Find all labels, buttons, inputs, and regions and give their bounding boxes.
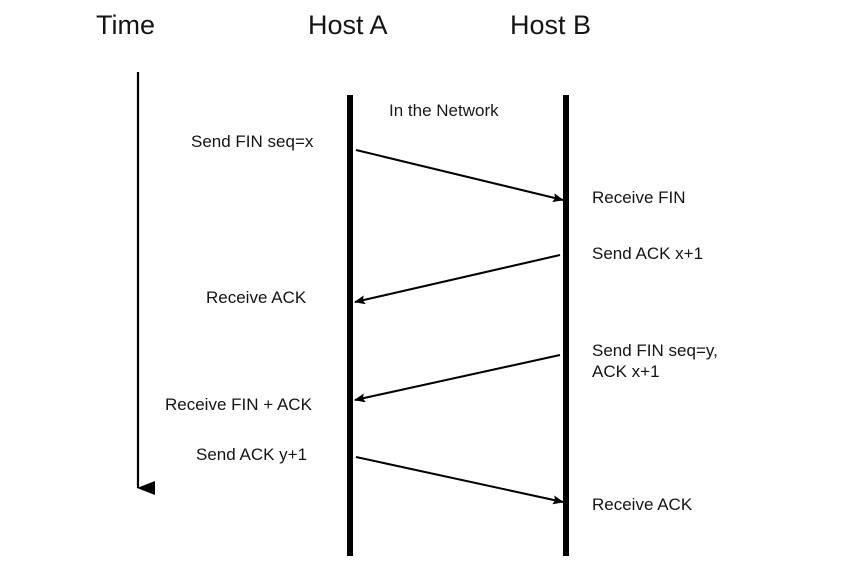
message-arrow-fin-ack-b-to-a bbox=[354, 354, 561, 403]
column-header-host-a: Host A bbox=[308, 10, 388, 40]
label-send-ack-x-plus-1: Send ACK x+1 bbox=[592, 244, 704, 263]
label-receive-fin: Receive FIN bbox=[592, 188, 686, 207]
label-receive-ack-host-b: Receive ACK bbox=[592, 495, 693, 514]
label-send-fin-seq-y-ack-x-plus-1: Send FIN seq=y, ACK x+1 bbox=[592, 341, 718, 382]
message-arrow-fin-a-to-b bbox=[355, 149, 564, 203]
message-arrow-ack-b-to-a bbox=[354, 254, 561, 305]
message-arrow-ack-a-to-b bbox=[355, 456, 564, 505]
column-header-host-b: Host B bbox=[510, 10, 592, 40]
label-receive-ack: Receive ACK bbox=[206, 288, 307, 307]
in-the-network-label: In the Network bbox=[389, 101, 499, 120]
label-send-ack-y-plus-1: Send ACK y+1 bbox=[196, 445, 308, 464]
label-receive-fin-plus-ack: Receive FIN + ACK bbox=[165, 395, 312, 414]
label-send-fin-seq-x: Send FIN seq=x bbox=[191, 132, 314, 151]
column-header-time: Time bbox=[96, 10, 155, 40]
